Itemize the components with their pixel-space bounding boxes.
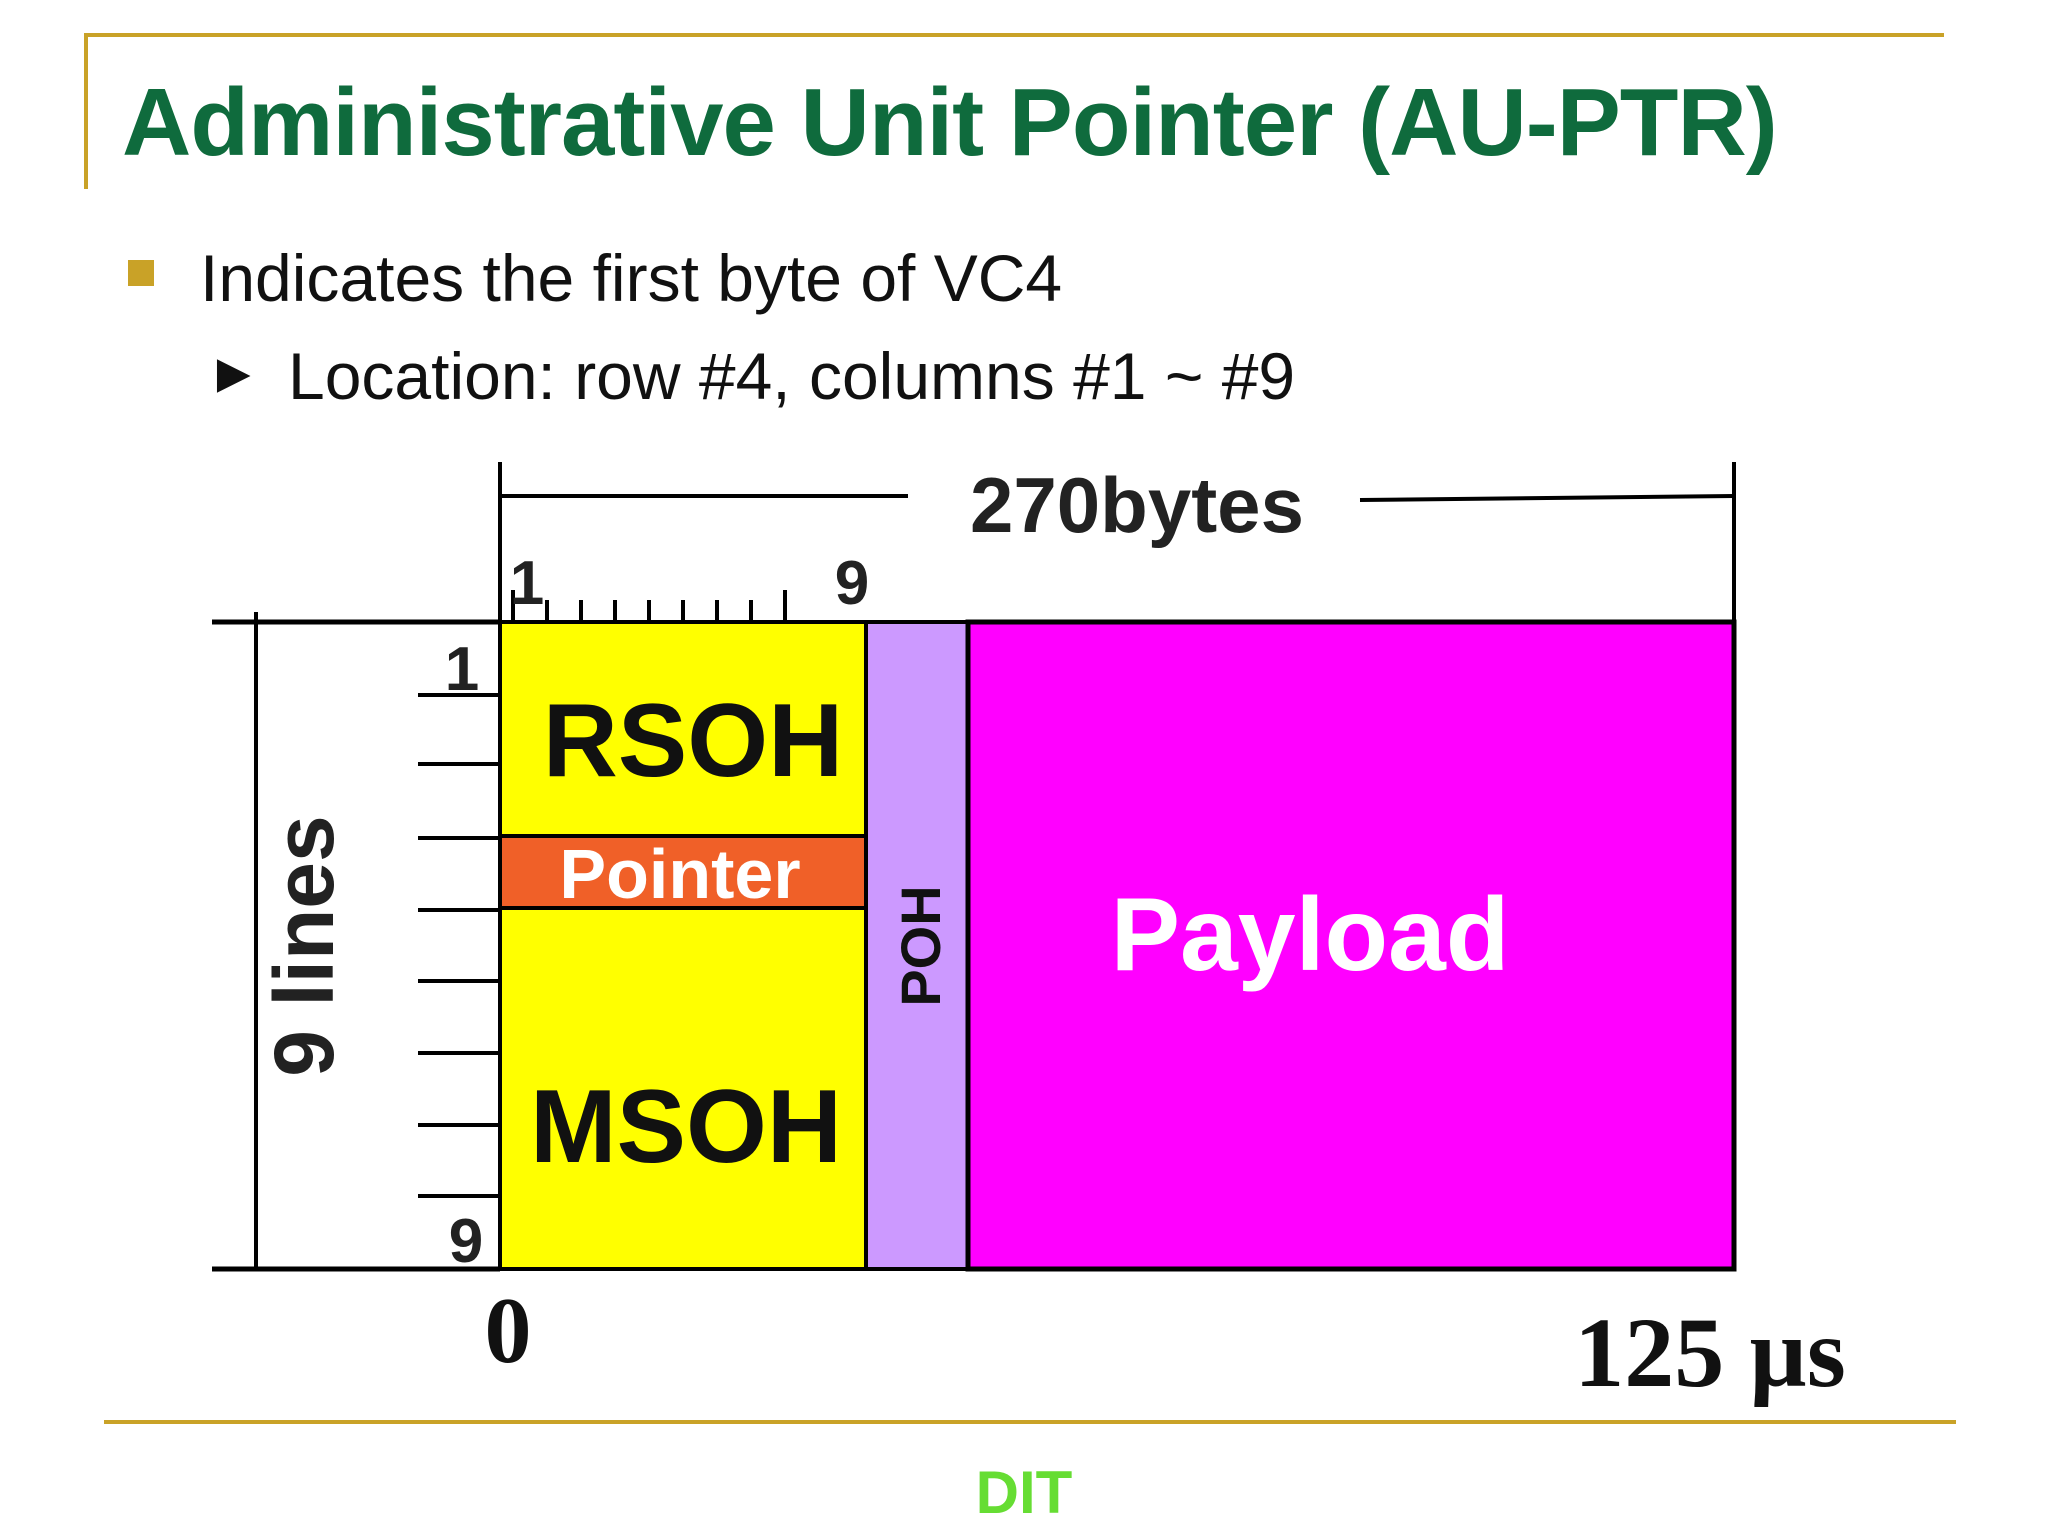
stm-frame-diagram: 270bytes 1 9 9 lines 1 9 RSOH Pointer MS… <box>212 461 1846 1408</box>
title-frame-top <box>84 33 1944 37</box>
time-start-label: 0 <box>485 1279 532 1383</box>
column-ticks <box>511 590 787 622</box>
time-end-label: 125 µs <box>1574 1297 1846 1408</box>
row-start-label: 1 <box>445 635 479 704</box>
bullet-square-icon <box>128 260 154 286</box>
msoh-label: MSOH <box>530 1069 842 1185</box>
width-line-right <box>1359 494 1735 502</box>
pointer-label: Pointer <box>559 835 800 913</box>
bullet-text: Indicates the first byte of VC4 <box>200 241 1063 315</box>
msoh-block <box>498 906 868 1271</box>
rsoh-block <box>498 620 868 838</box>
row-ticks <box>418 693 500 1198</box>
pointer-block <box>498 834 868 910</box>
poh-label: POH <box>889 885 952 1006</box>
footer-text: DIT <box>975 1459 1073 1526</box>
title-frame-left <box>84 33 88 189</box>
slide-title: Administrative Unit Pointer (AU-PTR) <box>122 69 1778 176</box>
row-end-label: 9 <box>449 1207 483 1276</box>
height-label: 9 lines <box>257 815 351 1076</box>
rsoh-label: RSOH <box>543 683 843 799</box>
sub-bullet-text: Location: row #4, columns #1 ~ #9 <box>288 339 1296 413</box>
width-label: 270bytes <box>970 461 1304 549</box>
footer-divider <box>104 1420 1956 1424</box>
payload-label: Payload <box>1111 877 1510 993</box>
poh-block <box>864 620 970 1271</box>
payload-block <box>965 619 1737 1272</box>
column-start-label: 1 <box>510 549 544 618</box>
column-end-label: 9 <box>835 549 869 618</box>
arrow-bullet-icon: ► <box>206 341 262 404</box>
